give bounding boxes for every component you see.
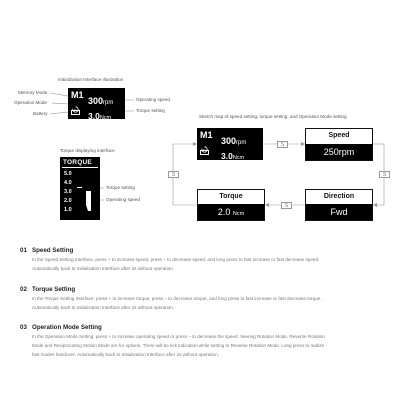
sketch-rotation-mode-icon: F: [201, 140, 208, 153]
sketch-lcd-mode: M1: [200, 130, 213, 140]
direction-panel-value: Fwd: [306, 204, 372, 220]
torque-bar-graph: [85, 191, 92, 211]
lcd-speed: 300rpm: [88, 96, 114, 106]
torque-level-3: 3.0: [64, 189, 72, 195]
torque-level-marker: [77, 187, 82, 188]
init-lcd-screen: M1 F 300rpm 3.0Ncm: [68, 88, 125, 121]
torque-panel-value: 2.0 Ncm: [198, 204, 264, 220]
sketch-lcd-screen: M1 F 300rpm 3.0Ncm: [197, 128, 263, 161]
torque-lcd-divider: [62, 167, 98, 168]
sketch-lcd-speed: 300rpm: [221, 136, 247, 146]
section-operation-mode-text: In the Operation Mode Setting, press + t…: [32, 334, 325, 357]
s-button-left[interactable]: S: [168, 171, 179, 178]
s-button-bottom[interactable]: S: [281, 202, 292, 209]
label-memory-mode: Memory Mode: [18, 90, 48, 95]
sketch-map-title: Sketch map of speed setting, torque sett…: [199, 114, 347, 119]
label-operating-speed: Operating speed: [136, 97, 170, 102]
battery-icon: [71, 110, 80, 115]
speed-panel: Speed 250rpm: [305, 128, 373, 161]
torque-panel-title: Torque: [219, 193, 243, 200]
speed-panel-title: Speed: [328, 132, 350, 139]
torque-panel: Torque 2.0 Ncm: [197, 189, 265, 221]
init-illustration-title: Initialization Interface Illustration: [58, 77, 124, 82]
s-button-top[interactable]: S: [277, 141, 288, 148]
sketch-lcd-torque: 3.0Ncm: [221, 151, 245, 161]
torque-level-4: 4.0: [64, 180, 72, 186]
direction-panel: Direction Fwd: [305, 189, 373, 221]
torque-lcd-header: TORQUE: [63, 159, 92, 166]
torque-level-5: 5.0: [64, 171, 72, 177]
section-speed-text: In the Speed Setting Interface, press + …: [32, 257, 320, 271]
label-battery: Battery: [33, 111, 48, 116]
lcd-mode: M1: [71, 90, 84, 100]
label-torque-setting: Torque setting: [136, 108, 165, 113]
section-torque-text: In the Torque Setting Interface, press +…: [32, 296, 322, 310]
direction-panel-title: Direction: [323, 193, 355, 200]
torque-level-1: 1.0: [64, 207, 72, 213]
speed-panel-value: 250rpm: [306, 144, 372, 160]
torque-display-label-torque: Torque setting: [106, 185, 135, 190]
torque-level-2: 2.0: [64, 198, 72, 204]
label-operation-mode: Operation Mode: [14, 100, 47, 105]
sketch-battery-icon: [200, 150, 209, 155]
torque-display-label-speed: Operating speed: [106, 197, 140, 202]
torque-lcd-screen: TORQUE 5.0 4.0 3.0 2.0 1.0: [60, 157, 100, 220]
rotation-mode-icon: F: [72, 100, 79, 113]
s-button-right[interactable]: S: [379, 171, 390, 178]
torque-display-title: Torque displaying interface: [60, 148, 115, 153]
lcd-torque: 3.0Ncm: [88, 111, 112, 121]
